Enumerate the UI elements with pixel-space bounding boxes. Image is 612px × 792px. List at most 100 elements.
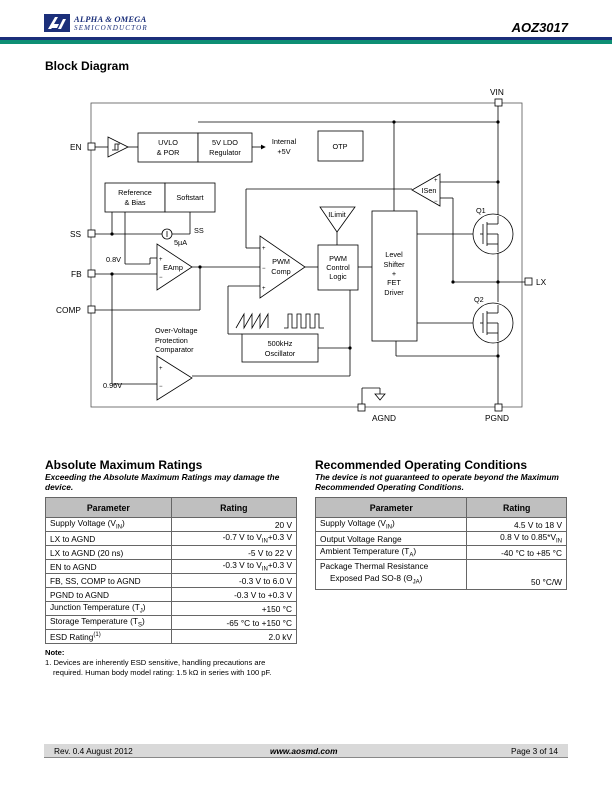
- abs-max-rating-cell: -5 V to 22 V: [170, 545, 298, 560]
- ref-text-1: Reference: [118, 188, 152, 197]
- rec-op-subtitle: The device is not guaranteed to operate …: [315, 472, 559, 492]
- note-line-1: 1. Devices are inherently ESD sensitive,…: [45, 658, 266, 667]
- footer-page: Page 3 of 14: [510, 746, 558, 756]
- ovp-text-2: Protection: [155, 336, 188, 345]
- uvlo-text-2: & POR: [157, 148, 180, 157]
- abs-max-note: Note: 1. Devices are inherently ESD sens…: [45, 648, 305, 678]
- abs-max-rating-cell: -0.3 V to 6.0 V: [170, 573, 298, 588]
- header-rule-teal: [0, 40, 612, 44]
- abs-max-parameter-cell: ESD Rating(1): [45, 629, 172, 644]
- isen-amplifier: [411, 173, 441, 207]
- abs-max-rating-cell: +150 °C: [170, 601, 298, 616]
- company-name-line1: ALPHA & OMEGA: [74, 14, 147, 24]
- table-row: LX to AGND (20 ns)-5 V to 22 V: [45, 545, 298, 560]
- pwm-plus-2: +: [262, 286, 266, 292]
- uvlo-text-1: UVLO: [158, 138, 178, 147]
- level-text-1: Level: [385, 250, 403, 259]
- thermal-param-line1: Package Thermal Resistance: [320, 561, 429, 571]
- abs-max-header-parameter: Parameter: [45, 497, 172, 518]
- table-row: Supply Voltage (VIN)4.5 V to 18 V: [314, 517, 567, 532]
- abs-max-rating-cell: -0.7 V to VIN+0.3 V: [170, 531, 298, 546]
- isen-plus: +: [434, 178, 438, 184]
- rec-op-parameter-cell: Output Voltage Range: [314, 531, 468, 546]
- ovp-text-1: Over-Voltage: [155, 326, 198, 335]
- thermal-parameter-cell: Package Thermal Resistance Exposed Pad S…: [314, 559, 468, 590]
- ovp-plus: +: [159, 366, 163, 372]
- isen-minus: −: [434, 199, 438, 205]
- rec-op-rating-cell: 4.5 V to 18 V: [466, 517, 567, 532]
- header-rule-navy: [0, 37, 612, 40]
- abs-max-rating-cell: -0.3 V to VIN+0.3 V: [170, 559, 298, 574]
- abs-max-rating-cell: -65 °C to +150 °C: [170, 615, 298, 630]
- pin-fb: [87, 269, 96, 278]
- footer-url[interactable]: www.aosmd.com: [270, 746, 338, 756]
- abs-max-rating-cell: 2.0 kV: [170, 629, 298, 644]
- rec-op-header-rating: Rating: [466, 497, 567, 518]
- block-diagram: VIN EN SS FB COMP LX AGND PGND UVLO & PO…: [56, 87, 547, 423]
- table-row: Package Thermal Resistance Exposed Pad S…: [314, 559, 567, 590]
- pwm-plus: +: [262, 246, 266, 252]
- thermal-param-line2: Exposed Pad SO-8 (ΘJA): [330, 573, 423, 586]
- otp-block: [317, 130, 364, 162]
- block-diagram-title: Block Diagram: [45, 59, 130, 73]
- ovp-text-3: Comparator: [155, 345, 194, 354]
- ilimit-comparator: [319, 206, 356, 233]
- abs-max-parameter-cell: Storage Temperature (TS): [45, 615, 172, 630]
- vref-label: 0.8V: [106, 255, 121, 264]
- ovp-ref-label: 0.96V: [103, 381, 122, 390]
- pin-vin: [494, 98, 503, 107]
- pwm-logic-text-3: Logic: [329, 272, 347, 281]
- abs-max-parameter-cell: PGND to AGND: [45, 587, 172, 602]
- table-row: PGND to AGND-0.3 V to +0.3 V: [45, 587, 298, 602]
- rec-op-rating-cell: -40 °C to +85 °C: [466, 545, 567, 560]
- uvlo-block: [137, 132, 199, 163]
- q2-label: Q2: [474, 295, 484, 304]
- pin-agnd: [357, 403, 366, 412]
- pgnd-label: PGND: [485, 413, 509, 423]
- ramp-waveform: [235, 312, 269, 330]
- rec-op-title: Recommended Operating Conditions: [315, 458, 528, 472]
- ldo-text-2: Regulator: [209, 148, 241, 157]
- eamp-minus: −: [159, 275, 163, 281]
- rec-op-parameter-cell: Supply Voltage (VIN): [314, 517, 468, 532]
- table-row: FB, SS, COMP to AGND-0.3 V to 6.0 V: [45, 573, 298, 588]
- abs-max-parameter-cell: EN to AGND: [45, 559, 172, 574]
- softstart-text: Softstart: [176, 193, 203, 202]
- pwm-comp-text-1: PWM: [272, 257, 290, 266]
- rec-op-parameter-cell: Ambient Temperature (TA): [314, 545, 468, 560]
- error-amplifier: [156, 243, 193, 291]
- abs-max-parameter-cell: LX to AGND (20 ns): [45, 545, 172, 560]
- level-text-3: +: [392, 269, 396, 278]
- abs-max-parameter-cell: FB, SS, COMP to AGND: [45, 573, 172, 588]
- table-row: ESD Rating(1)2.0 kV: [45, 629, 298, 644]
- fb-label: FB: [71, 269, 82, 279]
- level-text-5: Driver: [384, 288, 404, 297]
- otp-text: OTP: [333, 142, 348, 151]
- rec-op-header-parameter: Parameter: [314, 497, 468, 518]
- oscillator-block: [241, 333, 319, 363]
- table-row: Supply Voltage (VIN)20 V: [45, 517, 298, 532]
- note-title: Note:: [45, 648, 65, 657]
- ref-text-2: & Bias: [124, 198, 145, 207]
- table-row: Junction Temperature (TJ)+150 °C: [45, 601, 298, 616]
- pwm-logic-text-2: Control: [326, 263, 350, 272]
- isen-text: ISen: [421, 186, 436, 195]
- internal-text-1: Internal: [272, 137, 297, 146]
- pin-en: [87, 142, 96, 151]
- table-row: Ambient Temperature (TA)-40 °C to +85 °C: [314, 545, 567, 560]
- table-row: EN to AGND-0.3 V to VIN+0.3 V: [45, 559, 298, 574]
- pin-ss: [87, 229, 96, 238]
- en-label: EN: [70, 142, 82, 152]
- ic-boundary: [90, 102, 523, 408]
- abs-max-parameter-cell: Supply Voltage (VIN): [45, 517, 172, 532]
- ilimit-text: ILimit: [328, 210, 345, 219]
- lx-label: LX: [536, 277, 547, 287]
- abs-max-rating-cell: -0.3 V to +0.3 V: [170, 587, 298, 602]
- ss-internal-label: SS: [194, 226, 204, 235]
- pin-pgnd: [494, 403, 503, 412]
- level-shifter-block: [371, 210, 418, 342]
- abs-max-title: Absolute Maximum Ratings: [45, 458, 203, 472]
- part-number: AOZ3017: [511, 20, 568, 35]
- eamp-plus: +: [159, 257, 163, 263]
